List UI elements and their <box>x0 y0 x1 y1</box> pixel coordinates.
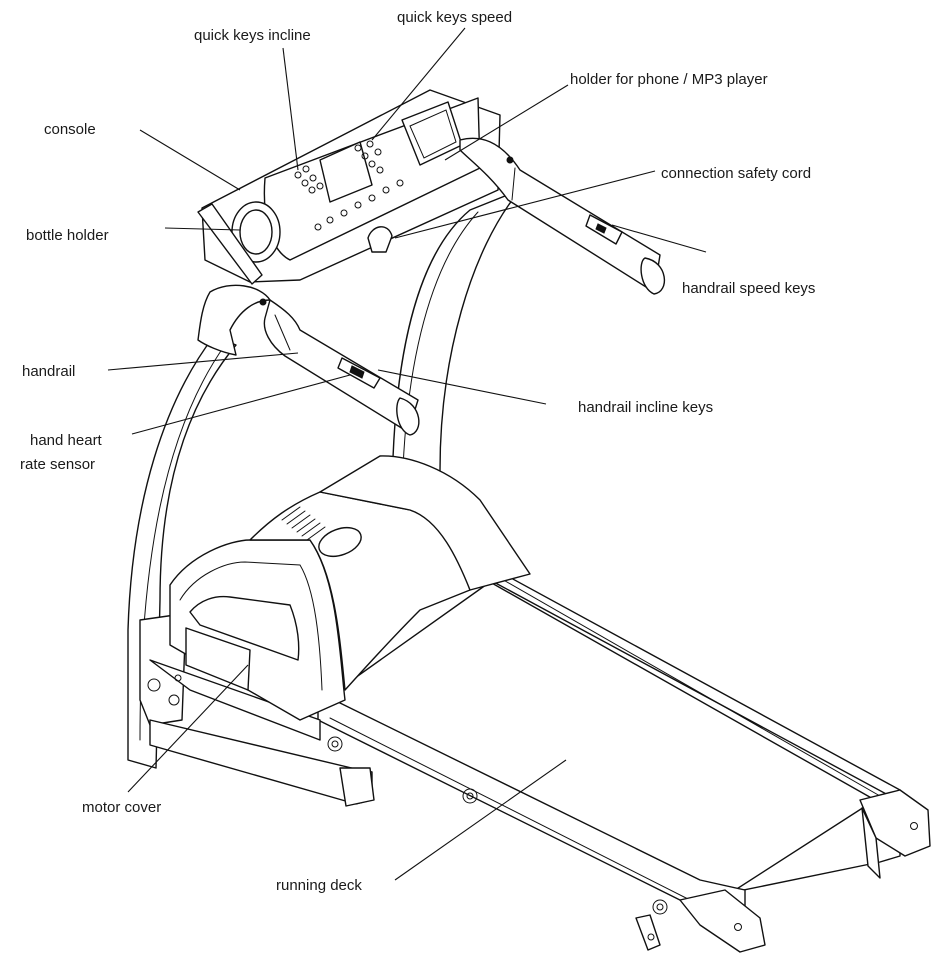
label-bottle-holder: bottle holder <box>26 227 109 244</box>
leader-motor-cover <box>127 664 249 793</box>
leader-running-deck <box>394 759 567 881</box>
leader-quick-keys-incline <box>282 47 299 171</box>
leader-holder-phone <box>444 84 569 161</box>
leader-handrail-speed-keys <box>611 224 707 253</box>
label-handrail-incline-keys: handrail incline keys <box>578 399 713 416</box>
label-motor-cover: motor cover <box>82 799 161 816</box>
label-handrail-speed-keys: handrail speed keys <box>682 280 815 297</box>
label-handrail: handrail <box>22 363 75 380</box>
running-deck <box>317 555 931 953</box>
motor-cover <box>169 455 531 721</box>
label-console: console <box>44 121 96 138</box>
quick-keys-speed <box>354 140 384 174</box>
label-quick-keys-incline: quick keys incline <box>194 27 311 44</box>
leader-quick-keys-speed <box>371 27 466 141</box>
vent-grille <box>281 506 326 541</box>
leader-handrail-incline-keys <box>377 369 547 405</box>
labels: quick keys incline quick keys speed hold… <box>20 9 815 894</box>
leader-console <box>139 129 241 191</box>
leader-connection-safety-cord <box>394 170 656 239</box>
left-handrail <box>197 284 420 436</box>
label-holder-phone: holder for phone / MP3 player <box>570 71 768 88</box>
leader-lines <box>107 27 707 881</box>
label-hand-heart-rate-sensor-line2: rate sensor <box>20 456 95 473</box>
label-connection-safety-cord: connection safety cord <box>661 165 811 182</box>
right-handrail <box>459 137 666 295</box>
label-quick-keys-speed: quick keys speed <box>397 9 512 26</box>
leader-handrail <box>107 352 299 371</box>
leader-hand-heart-rate-sensor <box>131 374 351 435</box>
leader-bottle-holder <box>164 227 241 231</box>
label-hand-heart-rate-sensor-line1: hand heart <box>30 432 103 449</box>
lower-keys <box>314 179 404 231</box>
quick-keys-incline <box>294 165 324 194</box>
base-frame <box>139 614 375 807</box>
label-running-deck: running deck <box>276 877 362 894</box>
console <box>197 89 501 285</box>
